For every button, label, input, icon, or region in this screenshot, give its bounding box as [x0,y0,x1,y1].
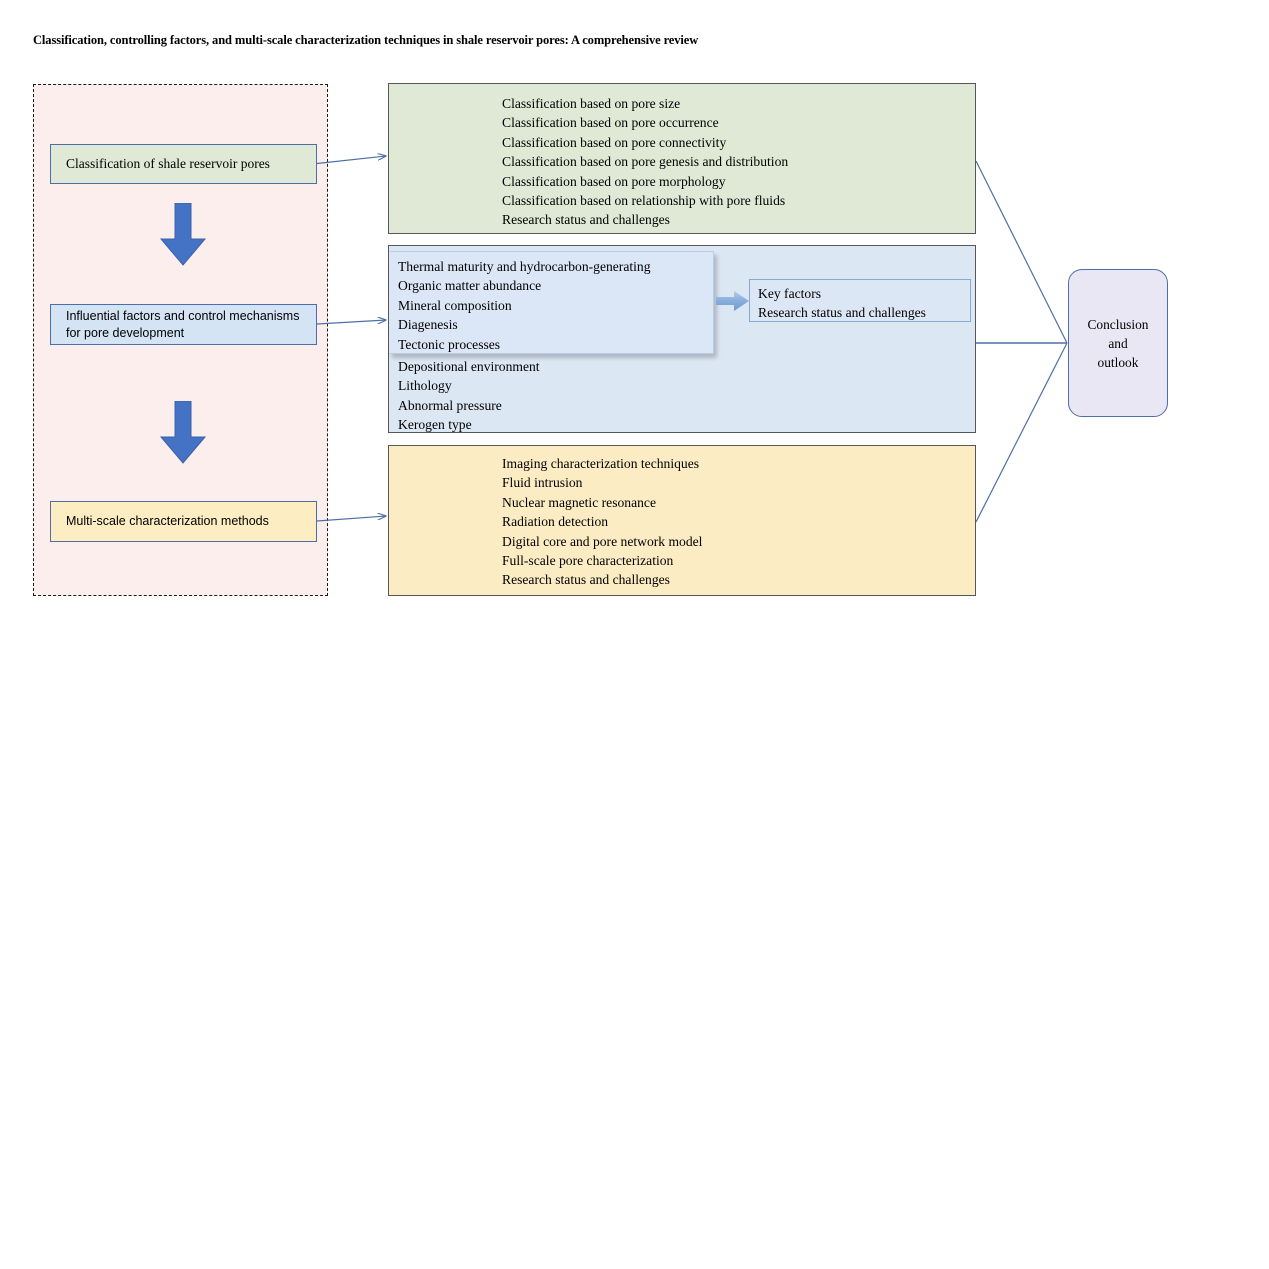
list-item: Classification based on pore connectivit… [502,134,727,150]
stage-box-classification[interactable]: Classification of shale reservoir pores [50,144,317,184]
classification-panel: Classification based on pore size Classi… [388,83,976,234]
list-item: Classification based on pore occurrence [502,115,719,131]
list-item: Classification based on pore morphology [502,173,726,189]
methods-panel-list: Imaging characterization techniques Flui… [389,446,975,590]
list-item: Key factors [758,286,822,301]
list-item: Research status and challenges [502,212,670,228]
list-item: Depositional environment [398,359,540,374]
classification-panel-list: Classification based on pore size Classi… [389,84,975,230]
list-item: Nuclear magnetic resonance [502,494,656,510]
list-item: Organic matter abundance [398,278,542,294]
key-controls-subbox: Thermal maturity and hydrocarbon-generat… [389,251,714,354]
conclusion-line-3: outlook [1097,354,1139,370]
stage-box-influential-factors-label: Influential factors and control mechanis… [66,308,300,340]
list-item: Imaging characterization techniques [502,456,700,471]
list-item: Diagenesis [398,317,458,333]
conclusion-line-1: Conclusion [1087,316,1149,332]
list-item: Classification based on relationship wit… [502,193,786,209]
list-item: Full-scale pore characterization [502,553,674,569]
list-item: Classification based on pore genesis and… [502,154,789,170]
list-item: Fluid intrusion [502,475,583,491]
secondary-factors-list: Depositional environment Lithology Abnor… [389,357,540,435]
list-item: Lithology [398,378,452,394]
stage-box-classification-label: Classification of shale reservoir pores [66,156,270,172]
list-item: Thermal maturity and hydrocarbon-generat… [398,259,651,274]
key-factors-list: Key factors Research status and challeng… [758,284,970,322]
list-item: Classification based on pore size [502,96,681,111]
stage-box-influential-factors[interactable]: Influential factors and control mechanis… [50,304,317,345]
list-item: Abnormal pressure [398,397,502,413]
stage-box-multiscale-methods-label: Multi-scale characterization methods [66,514,269,529]
conclusion-box[interactable]: Conclusion and outlook [1068,269,1168,417]
down-arrow-icon-2 [159,400,207,465]
key-factors-box: Key factors Research status and challeng… [749,279,971,322]
methods-panel: Imaging characterization techniques Flui… [388,445,976,596]
right-block-arrow-icon [716,291,749,311]
list-item: Research status and challenges [502,572,670,588]
factors-panel: Thermal maturity and hydrocarbon-generat… [388,245,976,433]
down-arrow-icon-1 [159,202,207,267]
list-item: Digital core and pore network model [502,533,703,549]
list-item: Mineral composition [398,297,512,313]
key-controls-list: Thermal maturity and hydrocarbon-generat… [389,252,713,354]
list-item: Kerogen type [398,417,472,433]
conclusion-line-2: and [1108,335,1128,351]
stage-box-multiscale-methods[interactable]: Multi-scale characterization methods [50,501,317,542]
list-item: Research status and challenges [758,305,926,320]
page-title: Classification, controlling factors, and… [33,33,699,47]
list-item: Radiation detection [502,514,609,530]
list-item: Tectonic processes [398,336,501,352]
